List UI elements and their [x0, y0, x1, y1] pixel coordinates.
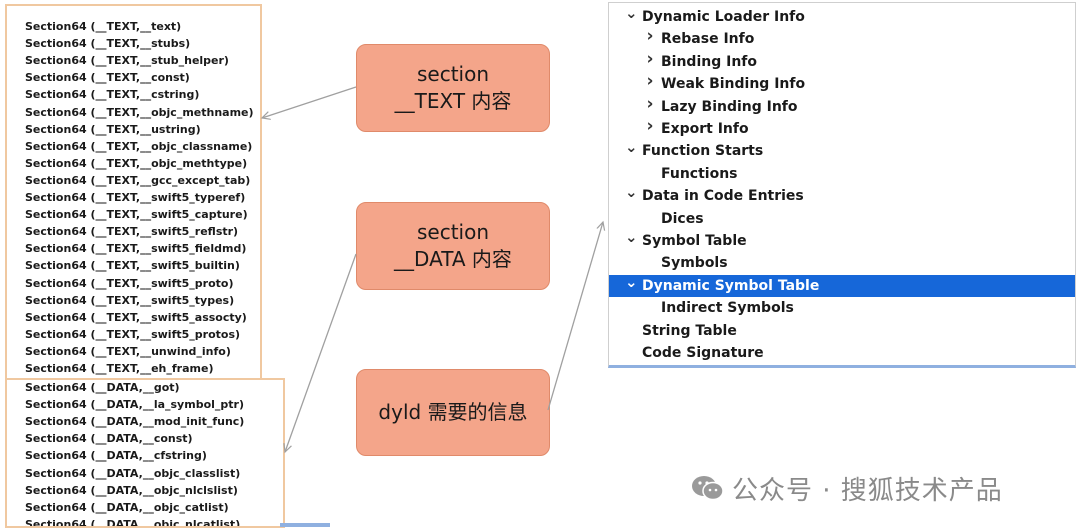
tree-row[interactable]: Code Signature — [609, 342, 1075, 364]
chevron-right-icon[interactable]: › — [646, 71, 654, 92]
tree-row[interactable]: › Weak Binding Info — [609, 73, 1075, 95]
data-sections-panel: Section64 (__DATA,__got) Section64 (__DAT… — [5, 378, 285, 528]
tree-row[interactable]: Functions — [609, 163, 1075, 185]
watermark-text: 公众号 · 搜狐技术产品 — [732, 475, 1003, 506]
dyld-box-line-1: dyld 需要的信息 — [378, 400, 528, 424]
data-section-row[interactable]: Section64 (__DATA,__objc_catlist) — [25, 500, 229, 514]
tree-row[interactable]: › Lazy Binding Info — [609, 93, 1075, 118]
panel-edge-line — [280, 523, 330, 527]
text-section-row[interactable]: Section64 (__TEXT,__objc_methtype) — [25, 156, 248, 170]
tree-row-label: Functions — [661, 165, 738, 182]
text-box-line-2: __TEXT 内容 — [394, 89, 512, 113]
text-section-row[interactable]: Section64 (__TEXT,__swift5_typeref) — [25, 191, 246, 204]
text-section-row[interactable]: Section64 (__TEXT,__swift5_types) — [25, 293, 235, 307]
text-section-label-box: section __TEXT 内容 — [356, 44, 550, 132]
watermark: 公众号 · 搜狐技术产品 — [690, 473, 1003, 506]
wechat-icon — [692, 476, 724, 501]
chevron-right-icon[interactable]: › — [646, 26, 654, 47]
chevron-down-icon[interactable]: ⌄ — [625, 272, 638, 291]
tree-row-label: Function Starts — [642, 143, 764, 160]
tree-row-label: String Table — [642, 322, 737, 339]
tree-row-label: Dynamic Loader Info — [642, 9, 805, 25]
macho-tree-view: ⌄Dynamic Loader Info›Rebase Info›Binding… — [608, 2, 1076, 368]
text-section-row[interactable]: Section64 (__TEXT,__objc_classname) — [25, 139, 253, 153]
text-section-row[interactable]: Section64 (__TEXT,__stubs) — [25, 37, 191, 51]
tree-row-label: Lazy Binding Info — [661, 98, 798, 115]
data-section-row[interactable]: Section64 (__DATA,__mod_init_func) — [25, 415, 245, 429]
text-box-line-1: section — [416, 62, 490, 86]
data-box-line-2: __DATA 内容 — [394, 247, 512, 271]
tree-row[interactable]: › Rebase Info — [609, 28, 1075, 50]
data-section-row[interactable]: Section64 (__DATA,__la_symbol_ptr) — [25, 398, 244, 412]
text-section-row[interactable]: Section64 (__TEXT,__unwind_info) — [25, 344, 231, 358]
text-section-row[interactable]: Section64 (__TEXT,__const) — [25, 71, 190, 85]
data-box-line-1: section — [416, 220, 490, 244]
tree-row-label: Symbol Table — [642, 233, 747, 249]
data-section-row[interactable]: Section64 (__DATA,__const) — [25, 432, 193, 446]
tree-row-label: Symbols — [661, 255, 728, 272]
tree-row-label: Data in Code Entries — [642, 188, 804, 205]
arrow-to-text-panel — [262, 86, 357, 118]
tree-row[interactable]: Symbols — [609, 252, 1075, 274]
text-section-row[interactable]: Section64 (__TEXT,__swift5_proto) — [25, 276, 234, 290]
tree-row[interactable]: ⌄Symbol Table — [609, 230, 1075, 252]
chevron-down-icon[interactable]: ⌄ — [625, 228, 638, 246]
text-section-row[interactable]: Section64 (__TEXT,__objc_methname) — [25, 105, 254, 119]
tree-row-label: Binding Info — [661, 53, 758, 70]
data-section-row[interactable]: Section64 (__DATA,__objc_nlcatlist) — [25, 517, 241, 528]
arrow-to-tree — [547, 222, 603, 411]
chevron-down-icon[interactable]: ⌄ — [625, 138, 638, 157]
text-section-row[interactable]: Section64 (__TEXT,__gcc_except_tab) — [25, 173, 251, 187]
chevron-right-icon[interactable]: › — [646, 93, 654, 114]
text-section-row[interactable]: Section64 (__TEXT,__cstring) — [25, 88, 200, 102]
text-section-row[interactable]: Section64 (__TEXT,__swift5_fieldmd) — [25, 242, 247, 256]
data-section-row[interactable]: Section64 (__DATA,__got) — [25, 381, 180, 394]
text-section-row[interactable]: Section64 (__TEXT,__swift5_reflstr) — [25, 225, 239, 239]
tree-row[interactable]: › Binding Info — [609, 48, 1075, 73]
tree-row-label: Dices — [661, 210, 704, 227]
text-section-row[interactable]: Section64 (__TEXT,__swift5_capture) — [25, 208, 248, 222]
tree-row[interactable]: ⌄Dynamic Symbol Table — [609, 272, 1075, 297]
tree-row-label: Dynamic Symbol Table — [642, 277, 820, 294]
text-sections-panel: Section64 (__TEXT,__text) Section64 (__TE… — [5, 4, 262, 378]
dyld-info-label-box: dyld 需要的信息 — [356, 369, 550, 456]
chevron-down-icon[interactable]: ⌄ — [625, 4, 638, 22]
tree-row[interactable]: › Export Info — [609, 118, 1075, 140]
data-section-row[interactable]: Section64 (__DATA,__objc_nlclslist) — [25, 483, 238, 497]
data-section-label-box: section __DATA 内容 — [356, 202, 550, 290]
tree-row-label: Rebase Info — [661, 31, 755, 48]
data-section-row[interactable]: Section64 (__DATA,__objc_classlist) — [25, 466, 241, 480]
data-section-row[interactable]: Section64 (__DATA,__cfstring) — [25, 449, 207, 463]
chevron-down-icon[interactable]: ⌄ — [625, 183, 638, 202]
tree-row[interactable]: Indirect Symbols — [609, 297, 1075, 319]
tree-row-label: Indirect Symbols — [661, 300, 794, 317]
text-section-row[interactable]: Section64 (__TEXT,__swift5_protos) — [25, 327, 241, 341]
tree-row-label: Weak Binding Info — [661, 76, 806, 93]
text-section-row[interactable]: Section64 (__TEXT,__eh_frame) — [25, 362, 214, 375]
tree-row[interactable]: ⌄Dynamic Loader Info — [609, 6, 1075, 28]
text-section-row[interactable]: Section64 (__TEXT,__text) — [25, 20, 182, 33]
text-section-row[interactable]: Section64 (__TEXT,__swift5_builtin) — [25, 259, 240, 273]
tree-row[interactable]: ⌄Data in Code Entries — [609, 185, 1075, 207]
text-section-row[interactable]: Section64 (__TEXT,__stub_helper) — [25, 54, 229, 68]
chevron-right-icon[interactable]: › — [646, 116, 654, 136]
tree-row[interactable]: Dices — [609, 208, 1075, 230]
chevron-right-icon[interactable]: › — [646, 48, 654, 69]
arrow-to-data-panel — [285, 253, 357, 452]
text-section-row[interactable]: Section64 (__TEXT,__swift5_assocty) — [25, 310, 247, 324]
tree-row-label: Code Signature — [642, 345, 764, 361]
tree-row[interactable]: String Table — [609, 320, 1075, 342]
tree-row-label: Export Info — [661, 121, 749, 137]
text-section-row[interactable]: Section64 (__TEXT,__ustring) — [25, 122, 201, 136]
tree-row[interactable]: ⌄Function Starts — [609, 140, 1075, 162]
